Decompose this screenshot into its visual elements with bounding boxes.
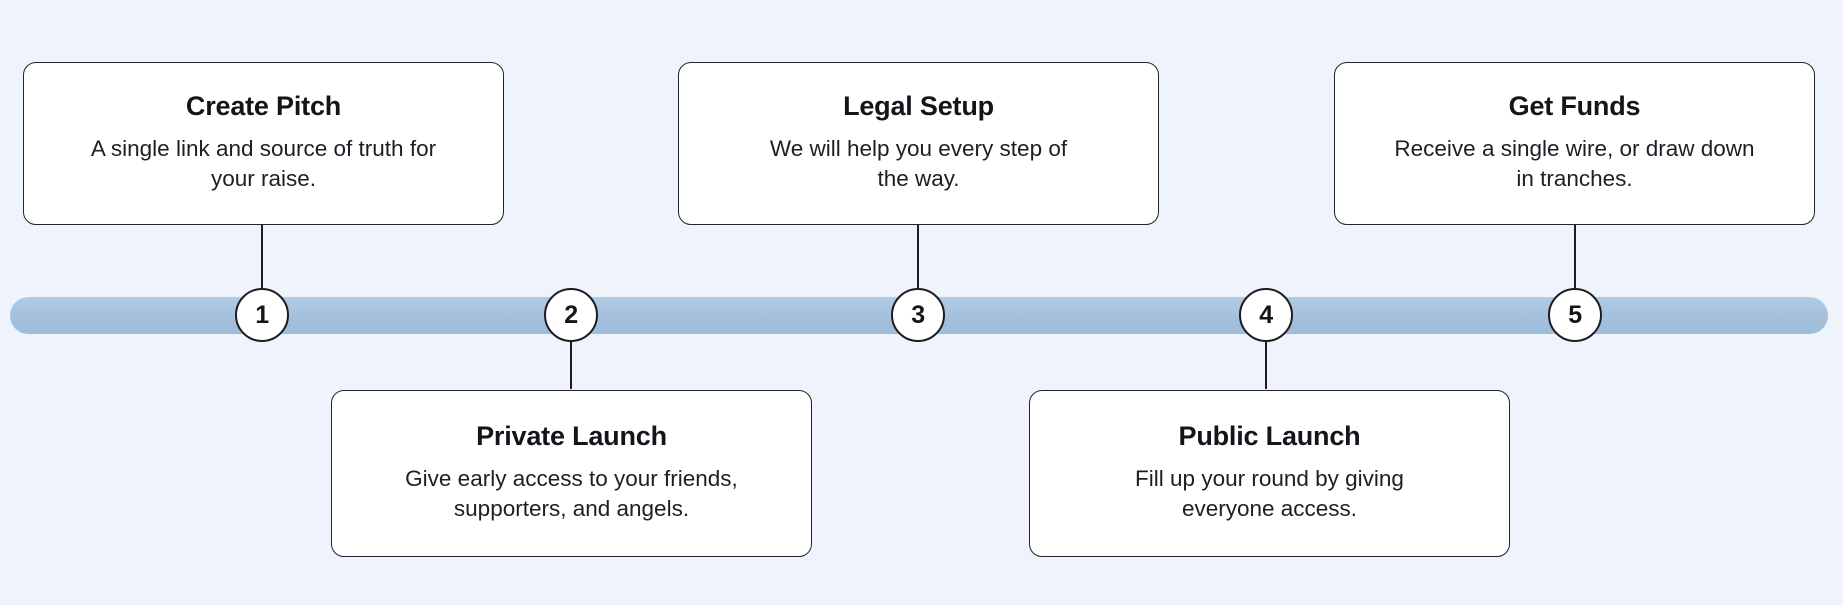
step-description-4: Fill up your round by giving everyone ac… [1135,466,1404,522]
step-title-4: Public Launch [1178,421,1361,452]
timeline-node-number-2: 2 [564,300,578,329]
step-description-5: Receive a single wire, or draw down in t… [1394,136,1755,192]
connector-stem-5 [1573,225,1577,291]
timeline-node-4[interactable]: 4 [1239,288,1293,342]
connector-stem-1 [260,225,264,291]
step-title-3: Legal Setup [843,91,994,122]
timeline-node-3[interactable]: 3 [891,288,945,342]
step-title-2: Private Launch [476,421,667,452]
connector-stem-4 [1264,339,1268,389]
step-card-5[interactable]: Get Funds Receive a single wire, or draw… [1334,62,1815,225]
timeline-node-2[interactable]: 2 [544,288,598,342]
step-card-1[interactable]: Create Pitch A single link and source of… [23,62,504,225]
step-description-3: We will help you every step of the way. [769,136,1068,192]
step-card-2[interactable]: Private Launch Give early access to your… [331,390,812,557]
step-title-1: Create Pitch [185,91,342,122]
timeline-node-number-4: 4 [1259,300,1273,329]
step-title-5: Get Funds [1508,91,1641,122]
connector-stem-3 [916,225,920,291]
timeline-node-number-3: 3 [911,300,925,329]
timeline-node-number-5: 5 [1568,300,1582,329]
timeline-node-1[interactable]: 1 [235,288,289,342]
connector-stem-2 [569,339,573,389]
step-card-4[interactable]: Public Launch Fill up your round by givi… [1029,390,1510,557]
timeline-node-5[interactable]: 5 [1548,288,1602,342]
step-description-2: Give early access to your friends, suppo… [405,466,738,522]
step-card-3[interactable]: Legal Setup We will help you every step … [678,62,1159,225]
step-description-1: A single link and source of truth for yo… [90,136,437,192]
timeline-node-number-1: 1 [255,300,269,329]
